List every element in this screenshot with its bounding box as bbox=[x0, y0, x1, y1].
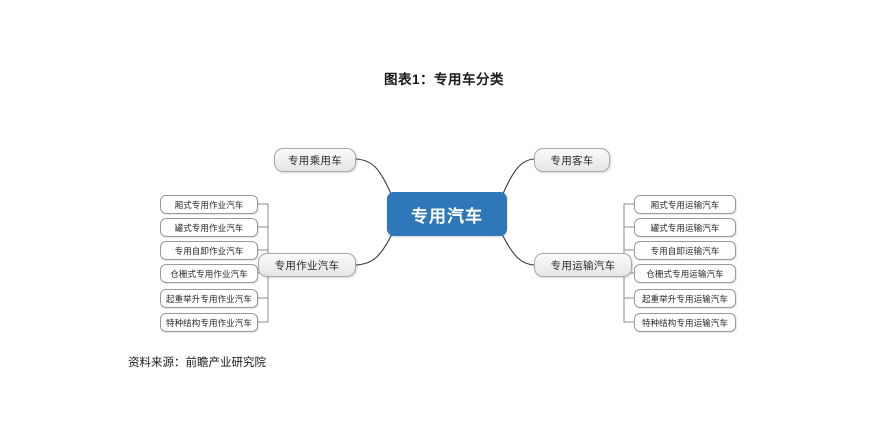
leaf-operation-tank-type[interactable]: 罐式专用作业汽车 bbox=[160, 218, 258, 237]
source-note: 资料来源：前瞻产业研究院 bbox=[128, 357, 266, 369]
mindmap-branch-special-bus[interactable]: 专用客车 bbox=[534, 148, 610, 172]
leaf-transport-tank-type[interactable]: 罐式专用运输汽车 bbox=[634, 218, 736, 237]
connector-root-to-special-transport bbox=[501, 233, 535, 266]
leaf-transport-stake-type[interactable]: 仓栅式专用运输汽车 bbox=[634, 264, 736, 283]
connector-root-to-special-bus bbox=[501, 158, 535, 197]
leaf-transport-lifting-type[interactable]: 起重举升专用运输汽车 bbox=[634, 289, 736, 308]
mindmap-branch-special-transport[interactable]: 专用运输汽车 bbox=[534, 253, 632, 277]
leaf-operation-lifting-type[interactable]: 起重举升专用作业汽车 bbox=[160, 289, 258, 308]
leaf-transport-special-structure-type[interactable]: 特种结构专用运输汽车 bbox=[634, 313, 736, 332]
leaf-transport-dump-type[interactable]: 专用自卸运输汽车 bbox=[634, 241, 736, 260]
leaf-operation-dump-type[interactable]: 专用自卸作业汽车 bbox=[160, 241, 258, 260]
leaf-transport-box-type[interactable]: 厢式专用运输汽车 bbox=[634, 195, 736, 214]
leaf-operation-special-structure-type[interactable]: 特种结构专用作业汽车 bbox=[160, 313, 258, 332]
connector-root-to-special-operation bbox=[355, 233, 393, 266]
figure-title: 图表1：专用车分类 bbox=[383, 72, 504, 87]
mindmap-branch-special-passenger[interactable]: 专用乘用车 bbox=[274, 148, 356, 172]
leaf-operation-stake-type[interactable]: 仓栅式专用作业汽车 bbox=[160, 264, 258, 283]
connector-root-to-special-passenger bbox=[355, 158, 393, 197]
mindmap-branch-special-operation[interactable]: 专用作业汽车 bbox=[258, 253, 356, 277]
leaf-operation-box-type[interactable]: 厢式专用作业汽车 bbox=[160, 195, 258, 214]
mindmap-root-node[interactable]: 专用汽车 bbox=[387, 192, 507, 236]
